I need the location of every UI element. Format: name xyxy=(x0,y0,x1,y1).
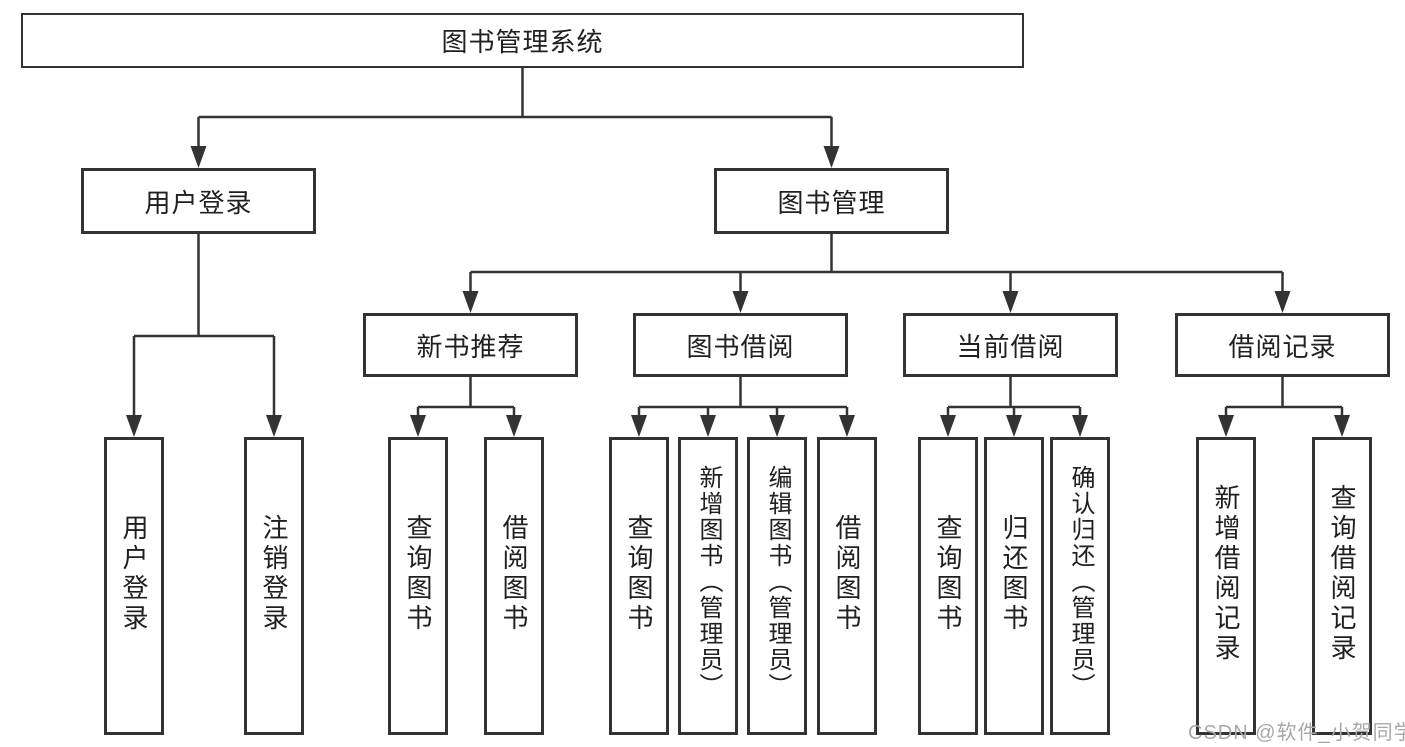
node-book-management: 图书管理 xyxy=(714,168,949,234)
arrowhead xyxy=(1002,291,1019,313)
leaf-label: 新增借阅记录 xyxy=(1211,484,1241,664)
arrowhead xyxy=(631,415,647,437)
node-label: 图书借阅 xyxy=(686,331,795,362)
arrowhead xyxy=(732,291,749,313)
arrowhead xyxy=(410,415,426,437)
edge-root-to-level2 xyxy=(197,68,833,150)
leaf-label: 借阅图书 xyxy=(499,514,529,634)
leaf-edit-books-admin: 编辑图书（管理员） xyxy=(747,437,807,735)
leaf-label: 查询图书 xyxy=(933,514,963,634)
leaf-label: 借阅图书 xyxy=(832,514,862,634)
leaf-borrow-books-recommend: 借阅图书 xyxy=(484,437,544,735)
arrowhead xyxy=(126,415,142,437)
node-label: 图书管理系统 xyxy=(441,27,604,57)
leaf-label: 用户登录 xyxy=(119,514,149,634)
leaf-query-books-borrowing: 查询图书 xyxy=(609,437,669,735)
arrowhead xyxy=(190,146,207,168)
leaf-label: 确认归还（管理员） xyxy=(1067,465,1094,699)
leaf-logout: 注销登录 xyxy=(244,437,304,735)
arrowhead xyxy=(1274,291,1291,313)
arrowheads xyxy=(126,146,1350,437)
edge-current-borrowing-children xyxy=(946,377,1082,420)
arrowhead xyxy=(823,146,840,168)
node-label: 图书管理 xyxy=(777,187,886,218)
edge-book-borrowing-children xyxy=(637,377,849,420)
arrowhead xyxy=(1072,415,1088,437)
node-new-book-recommend: 新书推荐 xyxy=(363,313,578,377)
node-current-borrowing: 当前借阅 xyxy=(903,313,1118,377)
leaf-label: 查询图书 xyxy=(624,514,654,634)
leaf-label: 查询借阅记录 xyxy=(1327,484,1357,664)
leaf-query-borrow-record: 查询借阅记录 xyxy=(1312,437,1372,735)
arrowhead xyxy=(462,291,479,313)
arrowhead xyxy=(700,415,716,437)
leaf-label: 注销登录 xyxy=(259,514,289,634)
leaf-confirm-return-admin: 确认归还（管理员） xyxy=(1050,437,1110,735)
leaf-return-books: 归还图书 xyxy=(984,437,1044,735)
node-library-management-system: 图书管理系统 xyxy=(21,13,1024,68)
leaf-add-borrow-record: 新增借阅记录 xyxy=(1196,437,1256,735)
leaf-query-books-current: 查询图书 xyxy=(918,437,978,735)
edge-borrowing-records-children xyxy=(1224,377,1344,420)
node-borrowing-records: 借阅记录 xyxy=(1175,313,1390,377)
arrowhead xyxy=(839,415,855,437)
leaf-borrow-books: 借阅图书 xyxy=(817,437,877,735)
arrowhead xyxy=(506,415,522,437)
node-label: 用户登录 xyxy=(144,187,253,218)
leaf-user-login: 用户登录 xyxy=(104,437,164,735)
arrowhead xyxy=(769,415,785,437)
node-label: 借阅记录 xyxy=(1228,331,1337,362)
edge-user-login-children xyxy=(132,234,276,420)
leaf-label: 新增图书（管理员） xyxy=(695,465,722,699)
leaf-add-books-admin: 新增图书（管理员） xyxy=(678,437,738,735)
edge-new-book-recommend-children xyxy=(416,377,516,420)
edge-book-management-children xyxy=(469,234,1284,296)
arrowhead xyxy=(1006,415,1022,437)
node-label: 当前借阅 xyxy=(956,331,1065,362)
arrowhead xyxy=(266,415,282,437)
watermark: CSDN @软件_小贺同学 xyxy=(1188,722,1405,744)
node-user-login: 用户登录 xyxy=(81,168,316,234)
node-book-borrowing: 图书借阅 xyxy=(633,313,848,377)
leaf-label: 查询图书 xyxy=(403,514,433,634)
tree-edges xyxy=(132,68,1344,420)
arrowhead xyxy=(1334,415,1350,437)
arrowhead xyxy=(940,415,956,437)
leaf-label: 归还图书 xyxy=(999,514,1029,634)
node-label: 新书推荐 xyxy=(416,331,525,362)
leaf-query-books-recommend: 查询图书 xyxy=(388,437,448,735)
arrowhead xyxy=(1218,415,1234,437)
leaf-label: 编辑图书（管理员） xyxy=(764,465,791,699)
